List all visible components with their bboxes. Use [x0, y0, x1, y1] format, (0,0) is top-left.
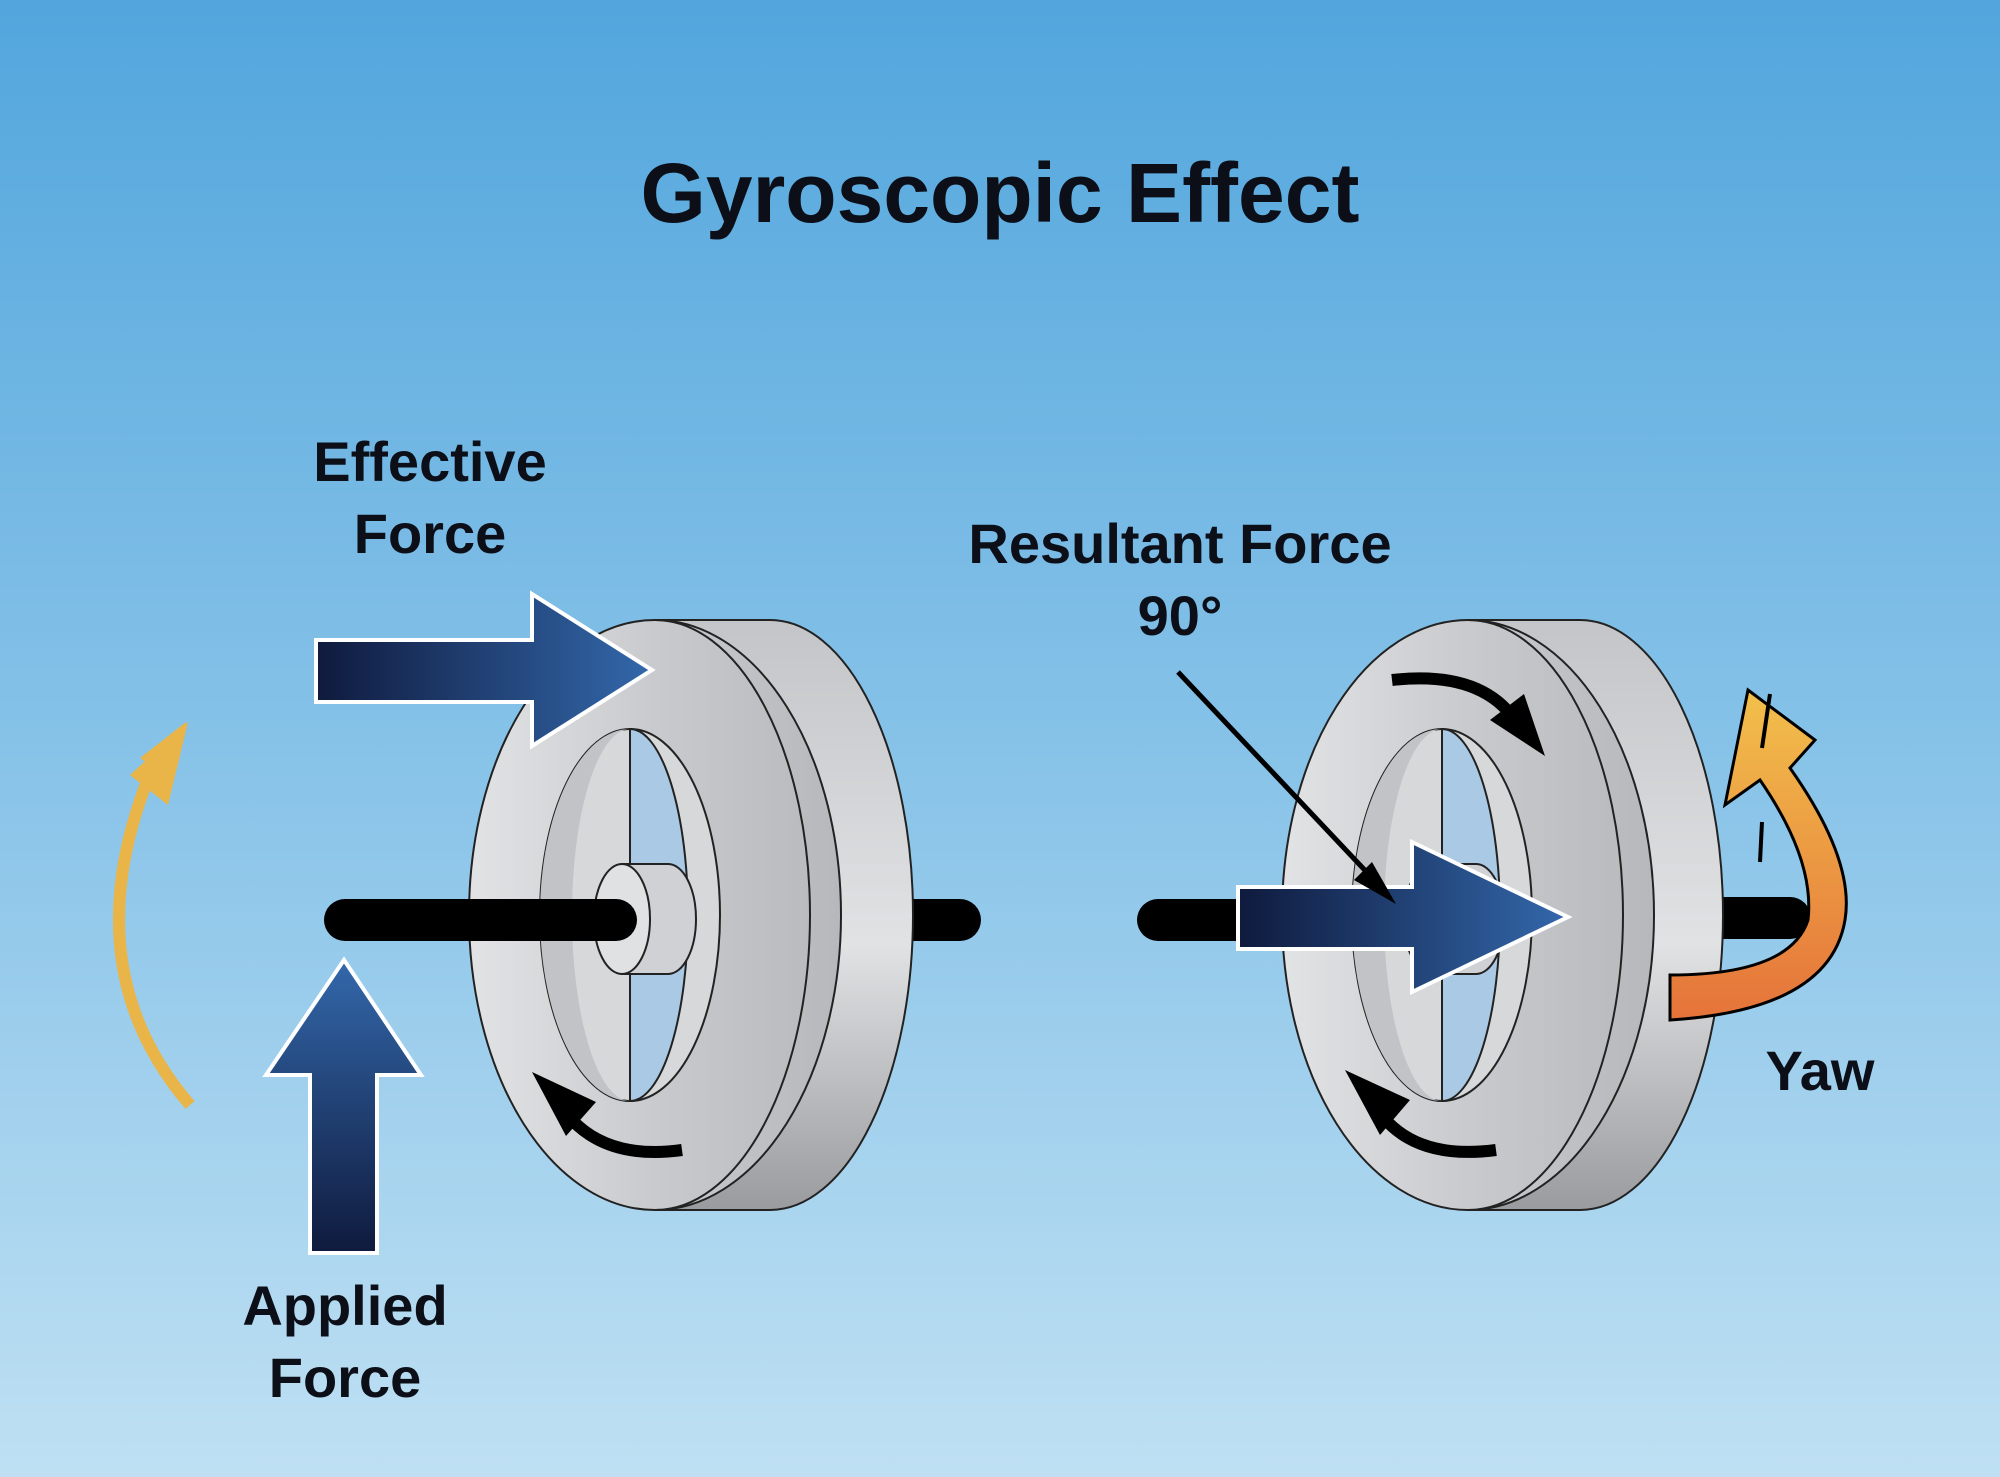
left-rotation-arrow [112, 747, 195, 1109]
applied-force-label-line1: Applied [242, 1274, 448, 1337]
resultant-force-label-line2: 90° [1137, 584, 1223, 647]
yaw-label: Yaw [1765, 1039, 1875, 1102]
resultant-force-arrow [1236, 838, 1573, 996]
applied-force-label: Applied Force [210, 1270, 480, 1414]
yaw-arrow [1668, 687, 1848, 1022]
right-spin-arrowhead-top [1490, 694, 1545, 756]
applied-force-label-line2: Force [268, 1346, 422, 1409]
applied-force-arrow [262, 956, 425, 1255]
diagram-title: Gyroscopic Effect [640, 146, 1360, 240]
left-gyroscope [324, 619, 981, 1211]
resultant-force-label: Resultant Force 90° [940, 508, 1420, 652]
effective-force-label-line1: Effective [313, 430, 547, 493]
resultant-pointer-line [1176, 670, 1378, 884]
effective-force-arrow [314, 590, 656, 750]
right-spin-arrowhead-bottom [1345, 1070, 1410, 1135]
effective-force-label-line2: Force [353, 502, 507, 565]
resultant-pointer-arrowhead [1354, 862, 1396, 904]
right-spin-arrow-bottom [1379, 1113, 1497, 1158]
left-spin-arrow [567, 1115, 683, 1158]
resultant-force-label-line1: Resultant Force [968, 512, 1392, 575]
effective-force-label: Effective Force [290, 426, 570, 570]
left-spin-arrowhead [532, 1072, 596, 1136]
